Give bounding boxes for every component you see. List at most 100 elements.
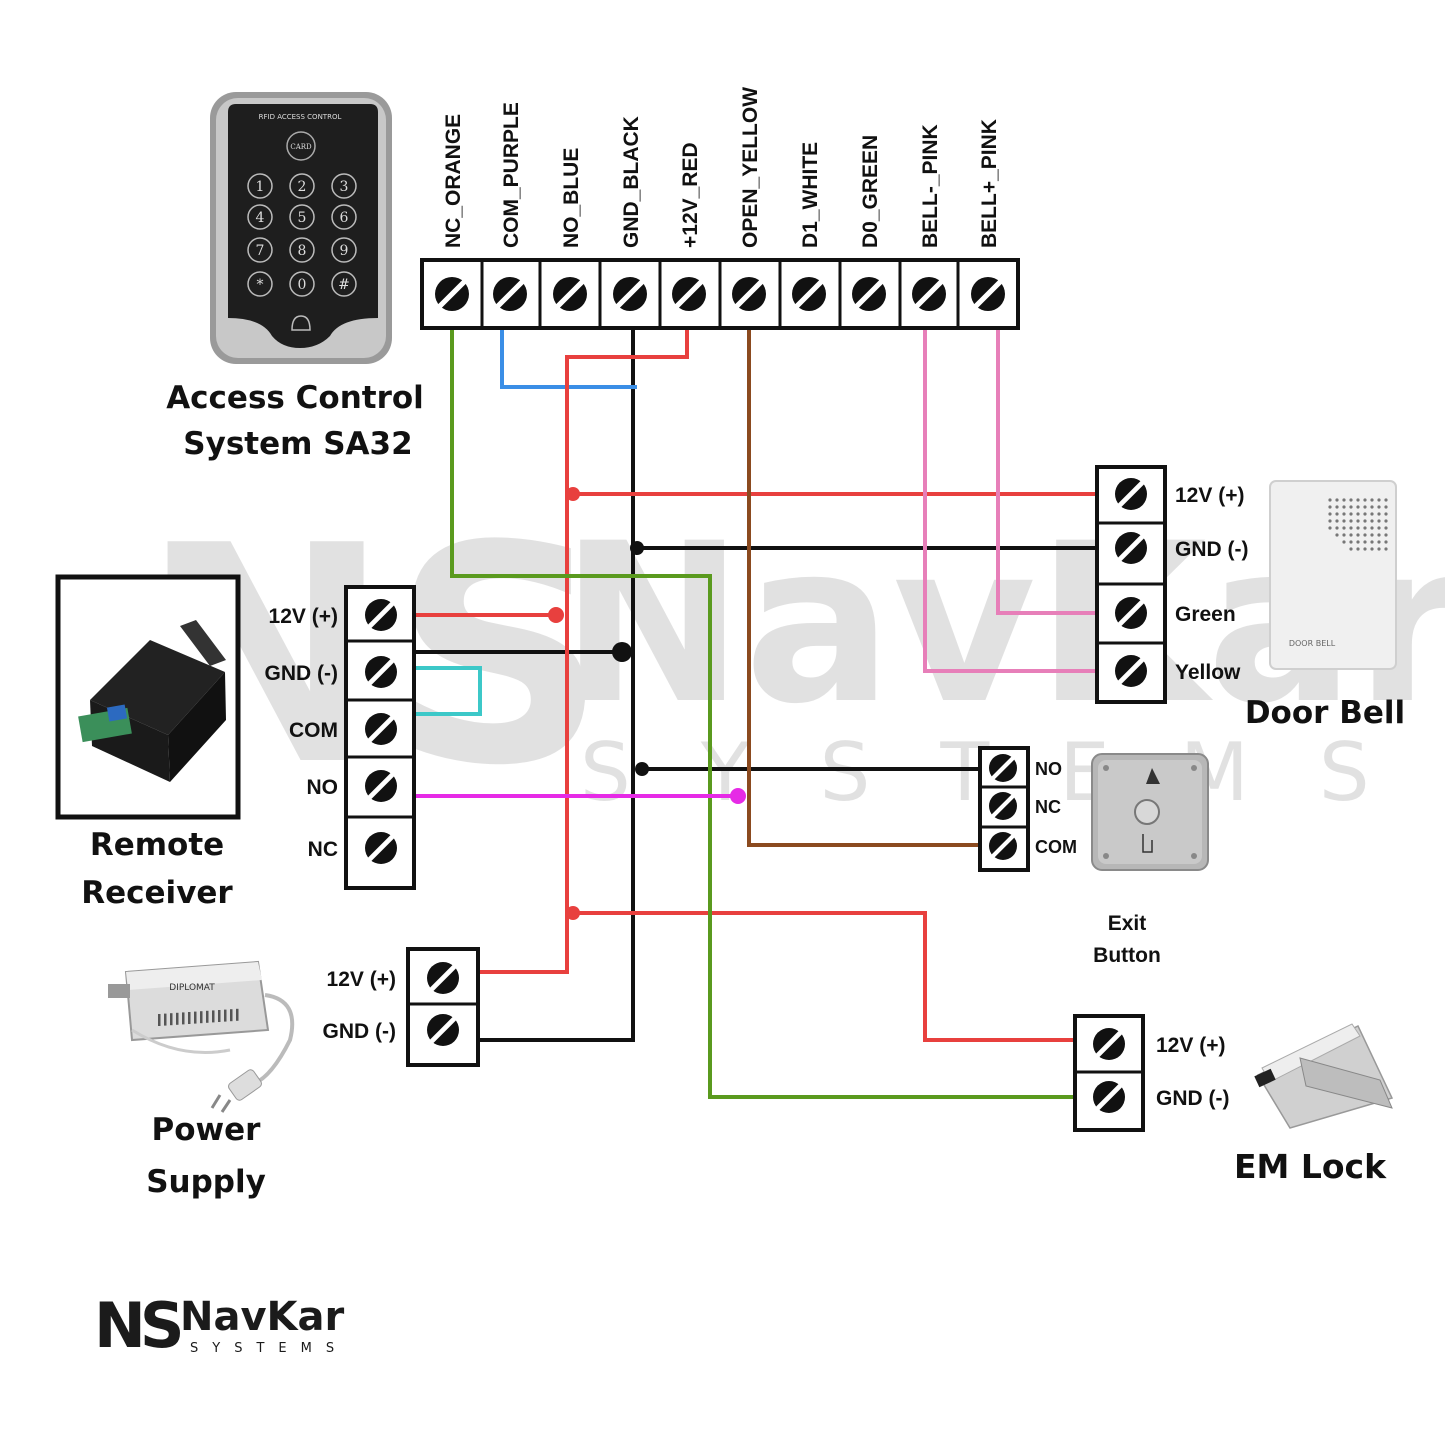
controller-title-line1: Access Control bbox=[166, 380, 424, 416]
remote-receiver-terminal-label: NO bbox=[307, 776, 339, 799]
screw-icon bbox=[365, 599, 397, 631]
wire-bell-plus bbox=[996, 330, 1098, 615]
wire-12v-lock bbox=[573, 911, 1075, 1042]
wire-remote-loop bbox=[416, 666, 482, 716]
wire-open-exit bbox=[747, 330, 980, 847]
screw-icon bbox=[1093, 1081, 1125, 1113]
controller-terminal-label: D0_GREEN bbox=[859, 135, 882, 248]
em-lock-terminals: 12V (+) GND (-) bbox=[1077, 1028, 1229, 1113]
screw-icon bbox=[852, 277, 886, 311]
keypad-header: RFID ACCESS CONTROL bbox=[259, 113, 342, 121]
em-lock-device bbox=[1254, 1023, 1394, 1129]
em-lock-terminal-label: GND (-) bbox=[1156, 1087, 1229, 1110]
door-bell-terminal-label: GND (-) bbox=[1175, 538, 1248, 561]
exit-button-title-line1: Exit bbox=[1108, 912, 1147, 935]
power-supply-title-line2: Supply bbox=[146, 1164, 266, 1200]
controller-terminal-label: NC_ORANGE bbox=[442, 114, 465, 248]
controller-terminal-label: GND_BLACK bbox=[620, 116, 643, 248]
exit-button-device bbox=[1091, 753, 1209, 871]
screw-icon bbox=[427, 1014, 459, 1046]
keypad-key: 7 bbox=[256, 243, 265, 259]
controller-terminal-label: COM_PURPLE bbox=[500, 102, 523, 248]
junction-dot bbox=[730, 788, 746, 804]
controller-terminal-label: NO_BLUE bbox=[560, 148, 583, 248]
arrow-up-icon bbox=[1146, 768, 1160, 784]
junction-dot bbox=[635, 762, 649, 776]
keypad-key: * bbox=[257, 277, 264, 293]
door-bell-device: DOOR BELL bbox=[1269, 480, 1397, 670]
exit-button-terminals: NO NC COM bbox=[982, 754, 1077, 860]
exit-button-terminal-label: NO bbox=[1035, 759, 1062, 779]
keypad-device: RFID ACCESS CONTROL CARD 1 2 3 4 5 6 7 8 9 * 0 # bbox=[210, 92, 392, 364]
screw-icon bbox=[971, 277, 1005, 311]
screw-icon bbox=[989, 832, 1017, 860]
keypad-key: 0 bbox=[298, 277, 307, 293]
power-supply-brand: DIPLOMAT bbox=[169, 983, 215, 993]
door-bell-terminal-label: Green bbox=[1175, 603, 1236, 626]
remote-receiver-frame bbox=[55, 574, 241, 820]
power-supply-terminal-label: GND (-) bbox=[323, 1020, 396, 1043]
screw-icon bbox=[553, 277, 587, 311]
remote-receiver-title-line1: Remote bbox=[90, 827, 224, 863]
keypad-key: 4 bbox=[256, 210, 265, 226]
power-supply-terminal-label: 12V (+) bbox=[327, 968, 396, 991]
screw-icon bbox=[365, 713, 397, 745]
keypad-key: # bbox=[338, 277, 350, 293]
em-lock-title: EM Lock bbox=[1234, 1147, 1387, 1186]
keypad-key: 1 bbox=[256, 179, 265, 195]
controller-terminal-block bbox=[420, 258, 1020, 330]
keypad-key: 8 bbox=[298, 243, 307, 259]
wire-gnd-bus bbox=[478, 330, 635, 1042]
controller-terminal-label: +12V_RED bbox=[679, 142, 702, 248]
exit-button-title-line2: Button bbox=[1093, 944, 1161, 967]
remote-receiver-title-line2: Receiver bbox=[81, 875, 233, 911]
door-bell-terminal-label: 12V (+) bbox=[1175, 484, 1244, 507]
controller-terminal-label: BELL+_PINK bbox=[978, 119, 1001, 248]
logo-name: NavKar bbox=[180, 1294, 345, 1340]
controller-terminal-label: OPEN_YELLOW bbox=[739, 87, 762, 248]
em-lock-terminal-label: 12V (+) bbox=[1156, 1034, 1225, 1057]
power-supply-terminals: 12V (+) GND (-) bbox=[323, 962, 476, 1046]
screw-icon bbox=[912, 277, 946, 311]
screw-icon bbox=[1115, 597, 1147, 629]
junction-dot bbox=[630, 541, 644, 555]
exit-button-terminal-label: NC bbox=[1035, 797, 1061, 817]
keypad-key: 3 bbox=[340, 179, 349, 195]
power-supply-title-line1: Power bbox=[152, 1112, 262, 1148]
screw-icon bbox=[493, 277, 527, 311]
remote-receiver-terminal-label: GND (-) bbox=[265, 662, 338, 685]
junctions bbox=[548, 487, 746, 920]
controller-terminal-label: D1_WHITE bbox=[799, 142, 822, 248]
hand-icon bbox=[1142, 834, 1153, 853]
wire-12v-bus bbox=[478, 330, 689, 974]
door-bell-title: Door Bell bbox=[1245, 695, 1405, 731]
door-bell-device-label: DOOR BELL bbox=[1289, 639, 1336, 648]
screw-icon bbox=[989, 754, 1017, 782]
wire-nc-lock bbox=[450, 330, 1075, 1099]
keypad-key: 9 bbox=[340, 243, 349, 259]
screw-icon bbox=[1115, 655, 1147, 687]
screw-icon bbox=[989, 792, 1017, 820]
screw-icon bbox=[792, 277, 826, 311]
keypad-key: 2 bbox=[298, 179, 307, 195]
controller-terminal-label: BELL-_PINK bbox=[919, 124, 942, 248]
screw-icon bbox=[365, 770, 397, 802]
screw-icon bbox=[365, 656, 397, 688]
screw-icon bbox=[732, 277, 766, 311]
keypad-key: 6 bbox=[340, 210, 349, 226]
screw-icon bbox=[672, 277, 706, 311]
controller-terminal-labels: NC_ORANGE COM_PURPLE NO_BLUE GND_BLACK +12V_… bbox=[442, 87, 1001, 248]
keypad-key: 5 bbox=[298, 210, 307, 226]
remote-receiver-terminal-label: 12V (+) bbox=[269, 605, 338, 628]
keypad-card-label: CARD bbox=[290, 143, 312, 151]
navkar-logo: NS NavKar SYSTEMS bbox=[94, 1289, 345, 1362]
remote-receiver-terminal-label: NC bbox=[308, 838, 338, 861]
exit-button-terminal-label: COM bbox=[1035, 837, 1077, 857]
junction-dot bbox=[548, 607, 564, 623]
wires bbox=[416, 330, 1098, 1099]
junction-dot bbox=[566, 906, 580, 920]
logo-monogram: NS bbox=[94, 1289, 181, 1362]
